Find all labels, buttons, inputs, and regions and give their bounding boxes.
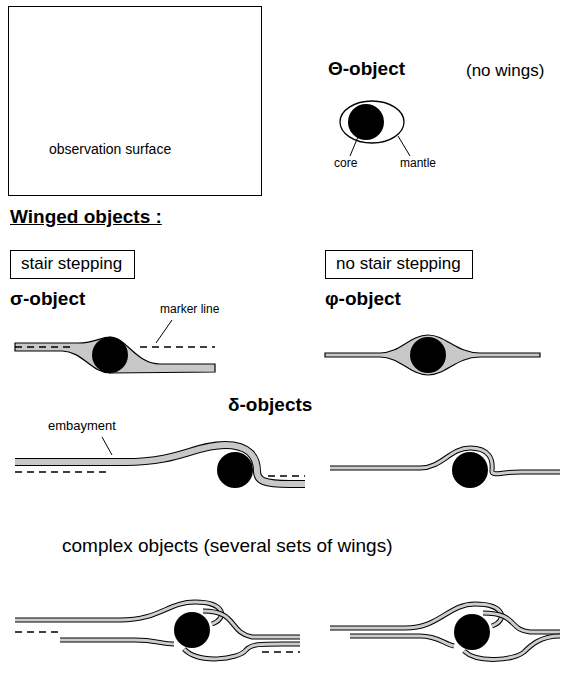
object-name: δ-objects [228, 394, 312, 416]
inset-box: observation surface [8, 6, 262, 196]
sigma-object [15, 320, 215, 373]
delta-object [15, 437, 305, 488]
section-heading: complex objects (several sets of wings) [62, 535, 393, 557]
part-label: mantle [400, 157, 436, 171]
complex-object [15, 602, 300, 659]
node-label: no stair stepping [336, 254, 462, 274]
node-label: observation surface [49, 141, 171, 157]
category-box: stair stepping [10, 250, 135, 279]
object-name: σ-object [10, 288, 85, 310]
note: (no wings) [466, 61, 544, 81]
object-name: φ-object [325, 288, 401, 310]
part-label: embayment [48, 419, 116, 434]
object-name: Θ-object [328, 58, 405, 80]
part-label: marker line [160, 303, 219, 317]
section-heading: Winged objects : [10, 206, 162, 228]
node-label: stair stepping [21, 254, 124, 274]
category-box: no stair stepping [325, 250, 473, 279]
theta-object [340, 101, 410, 156]
delta-object [330, 448, 560, 488]
phi-object [325, 335, 540, 375]
complex-object [330, 604, 560, 659]
part-label: core [334, 157, 357, 171]
